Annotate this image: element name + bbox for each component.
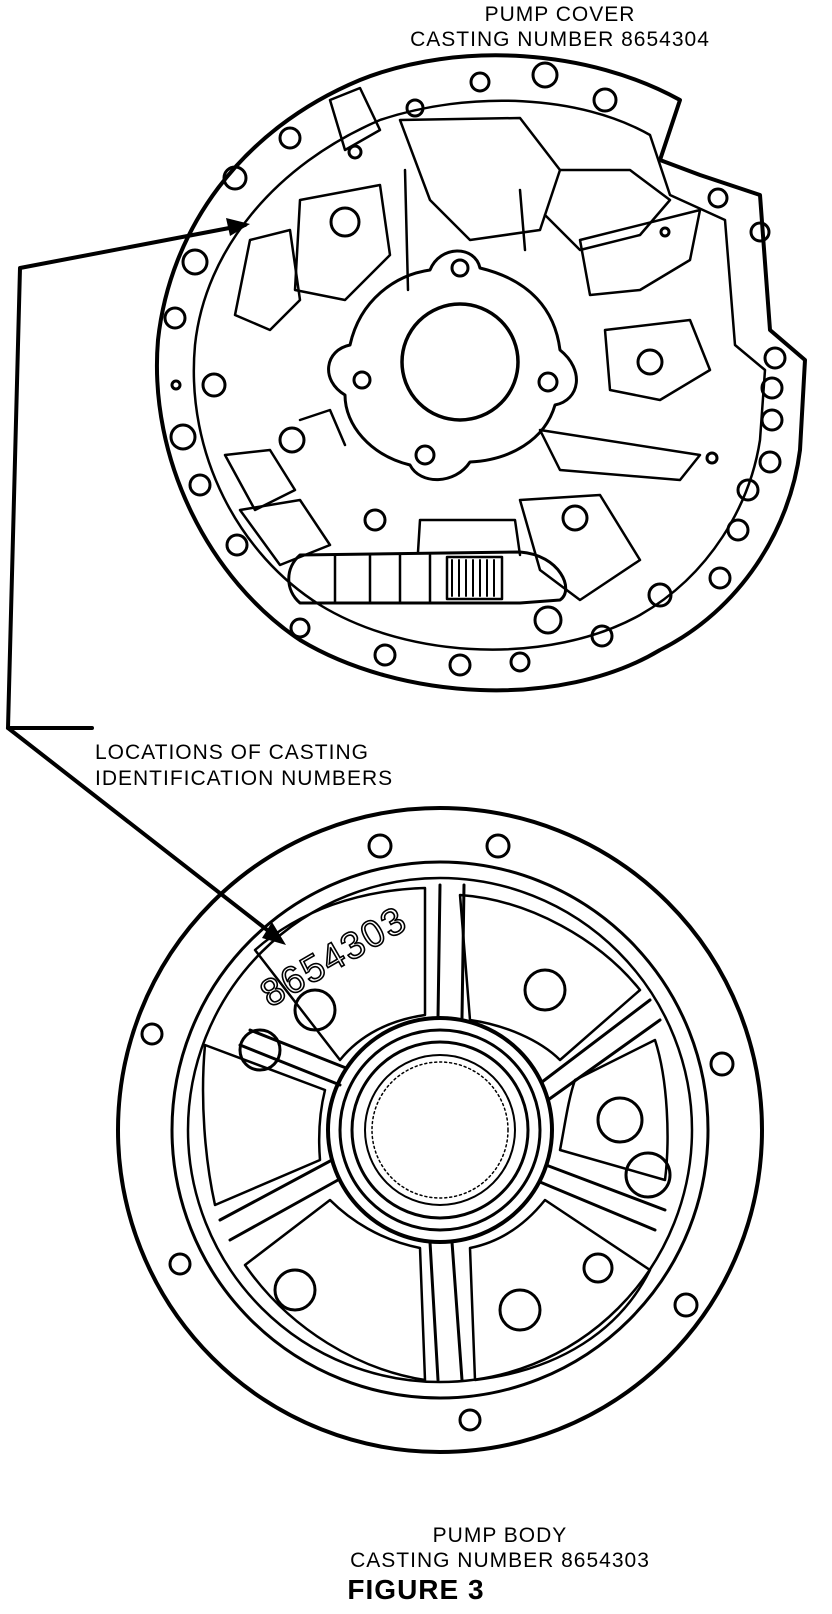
pump-cover-title-line2: CASTING NUMBER 8654304 bbox=[410, 28, 710, 51]
pump-cover-drawing bbox=[155, 53, 807, 693]
callout-line2: IDENTIFICATION NUMBERS bbox=[95, 767, 394, 790]
figure-caption: FIGURE 3 bbox=[347, 1574, 485, 1605]
pump-body-drawing bbox=[116, 806, 764, 1454]
pump-cover-title: PUMP COVER CASTING NUMBER 8654304 bbox=[330, 2, 790, 52]
pump-body-title-line1: PUMP BODY bbox=[432, 1524, 568, 1547]
pump-cover-title-line1: PUMP COVER bbox=[484, 3, 636, 26]
pump-body-title-line2: CASTING NUMBER 8654303 bbox=[350, 1549, 650, 1572]
pump-body-title: PUMP BODY CASTING NUMBER 8654303 bbox=[270, 1523, 730, 1573]
leader-lines bbox=[6, 223, 282, 942]
casting-number-callout: LOCATIONS OF CASTING IDENTIFICATION NUMB… bbox=[95, 740, 393, 792]
callout-line1: LOCATIONS OF CASTING bbox=[95, 741, 369, 764]
